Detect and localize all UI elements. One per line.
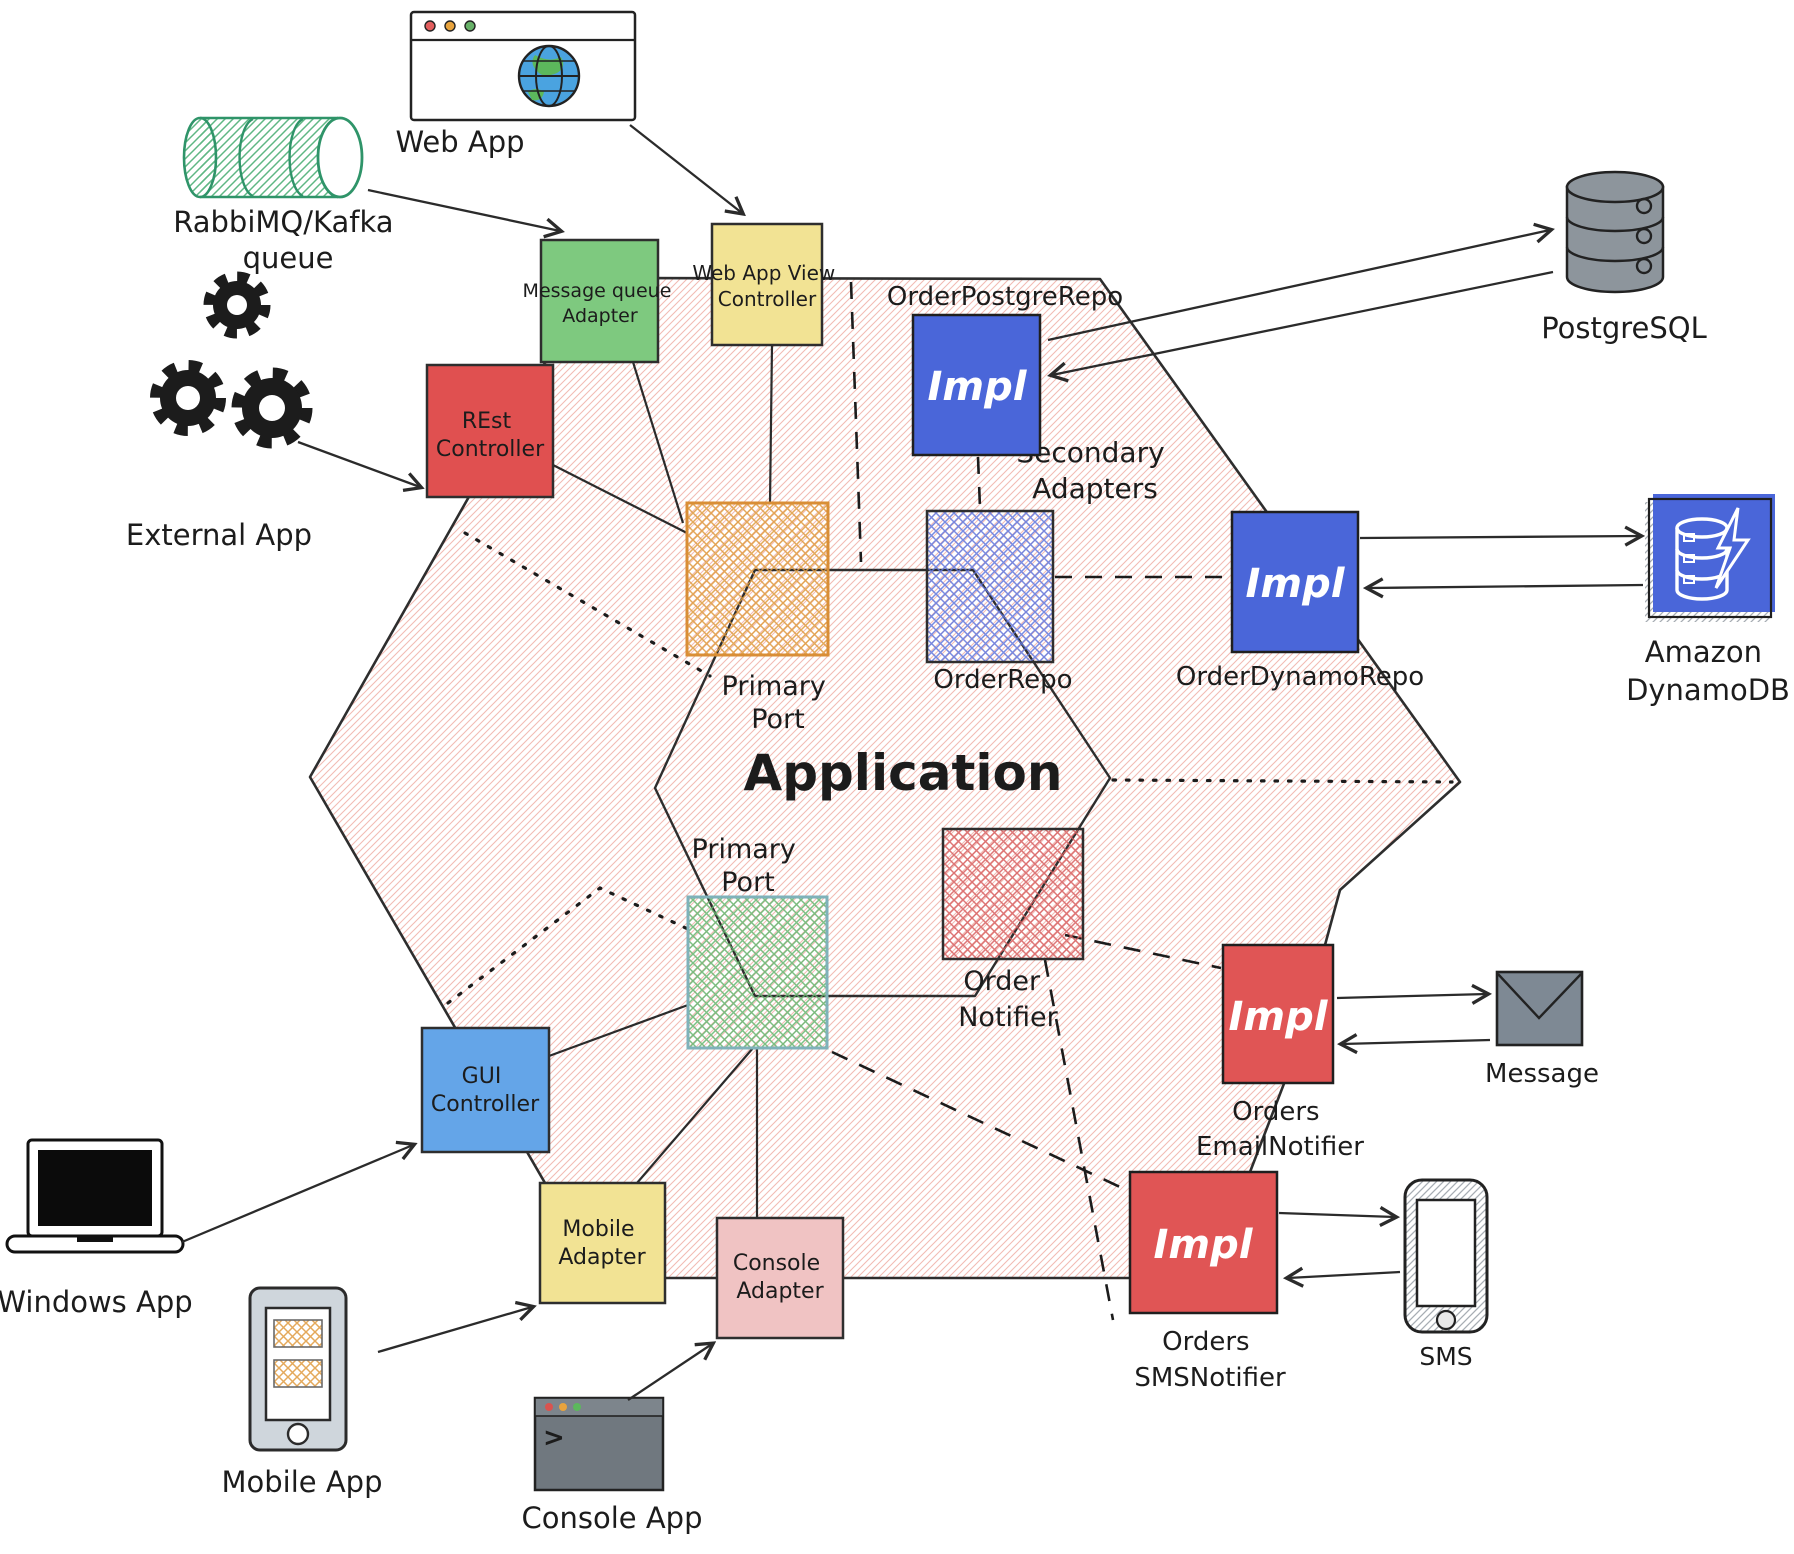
arrow-dynamodb-to-impl bbox=[1368, 585, 1644, 588]
box-impl-orders-email-notifier: Impl Orders EmailNotifier bbox=[1196, 943, 1364, 1162]
gear-icon bbox=[203, 271, 271, 339]
box-gui-controller: GUI Controller bbox=[420, 1026, 551, 1154]
arrow-impl-to-sms bbox=[1278, 1213, 1395, 1217]
box-mobile-adapter: Mobile Adapter bbox=[538, 1181, 667, 1305]
gear-icon bbox=[231, 367, 313, 449]
dynamodb-glyph bbox=[1675, 507, 1751, 601]
box-web-app-view-controller: Web App View Controller bbox=[692, 222, 841, 347]
console-terminal-icon: > bbox=[533, 1396, 665, 1492]
arrow-externalapp-to-rest bbox=[297, 440, 420, 487]
terminal-dot-green bbox=[573, 1403, 581, 1411]
browser-dot-green bbox=[464, 20, 476, 32]
primary-port-bottom-label: Primary Port bbox=[692, 834, 805, 898]
phone-home-button bbox=[286, 1422, 310, 1446]
link-gui-greenport bbox=[548, 1003, 689, 1058]
order-postgre-repo-label: OrderPostgreRepo bbox=[887, 282, 1123, 312]
web-app-view-controller-label: Web App View Controller bbox=[692, 261, 841, 311]
arrow-queue-to-msgadapter bbox=[367, 188, 560, 231]
dashed-link-notifier-sms bbox=[1043, 959, 1115, 1321]
order-repo-label: OrderRepo bbox=[933, 665, 1072, 695]
arrow-mobileapp-to-adapter bbox=[377, 1307, 532, 1354]
link-msgqueue-primaryport bbox=[631, 361, 685, 524]
dashed-link-port-sms bbox=[831, 1050, 1121, 1189]
order-notifier-label: Order Notifier bbox=[958, 966, 1058, 1033]
arrow-impl-to-postgresql bbox=[1047, 230, 1550, 342]
globe-icon bbox=[517, 44, 581, 108]
link-webappview-primaryport bbox=[768, 344, 774, 504]
orders-sms-notifier-label: Orders SMSNotifier bbox=[1134, 1327, 1286, 1393]
dashed-link-notifier-email bbox=[1064, 933, 1222, 970]
console-app-label: Console App bbox=[522, 1501, 703, 1535]
gui-controller-label: GUI Controller bbox=[431, 1064, 540, 1117]
box-rest-controller: REst Controller bbox=[425, 363, 555, 499]
mobile-phone-icon bbox=[248, 1286, 348, 1452]
gear-icon bbox=[150, 360, 226, 436]
application-hexagon: Application bbox=[653, 568, 1112, 998]
windows-app-label: Windows App bbox=[0, 1285, 193, 1319]
link-rest-primaryport bbox=[552, 464, 688, 534]
mobile-app-label: Mobile App bbox=[221, 1465, 382, 1499]
terminal-dot-red bbox=[545, 1403, 553, 1411]
dashed-link-postgre-orderrepo bbox=[976, 456, 982, 509]
arrow-impl-to-dynamodb bbox=[1359, 536, 1640, 538]
arrow-impl-to-message bbox=[1336, 994, 1487, 998]
postgresql-label: PostgreSQL bbox=[1541, 311, 1707, 345]
orders-email-notifier-label: Orders EmailNotifier bbox=[1196, 1097, 1364, 1162]
primary-port-top-box: Primary Port bbox=[685, 501, 835, 735]
external-app-gears-icon bbox=[150, 271, 313, 449]
message-label: Message bbox=[1485, 1059, 1599, 1089]
web-app-browser-icon bbox=[409, 10, 637, 122]
arrow-webapp-to-viewcontroller bbox=[629, 124, 742, 213]
application-label: Application bbox=[744, 744, 1063, 802]
amazon-dynamodb-label: Amazon DynamoDB bbox=[1626, 635, 1790, 707]
browser-dot-red bbox=[424, 20, 436, 32]
rabbitmq-kafka-queue-icon bbox=[182, 116, 364, 199]
dotted-link-right-vertex bbox=[1111, 778, 1454, 784]
console-adapter-label: Console Adapter bbox=[733, 1251, 827, 1304]
link-mobile-greenport bbox=[636, 1047, 754, 1184]
impl-sms-text: Impl bbox=[1154, 1222, 1254, 1268]
sms-phone-icon bbox=[1403, 1178, 1489, 1334]
windows-laptop-icon bbox=[5, 1138, 185, 1254]
box-impl-order-postgre-repo: Impl OrderPostgreRepo bbox=[887, 282, 1123, 457]
browser-dot-yellow bbox=[444, 20, 456, 32]
arrow-postgresql-to-impl bbox=[1052, 270, 1554, 375]
impl-dynamo-text: Impl bbox=[1246, 561, 1346, 607]
primary-port-bottom-box: Primary Port bbox=[686, 834, 829, 1050]
mobile-adapter-label: Mobile Adapter bbox=[558, 1217, 646, 1270]
impl-email-text: Impl bbox=[1229, 994, 1329, 1040]
message-envelope-icon bbox=[1495, 970, 1584, 1047]
impl-postgre-text: Impl bbox=[928, 364, 1028, 410]
web-app-label: Web App bbox=[395, 125, 524, 159]
arrow-windows-to-gui bbox=[181, 1145, 413, 1244]
order-dynamo-repo-label: OrderDynamoRepo bbox=[1176, 662, 1424, 692]
postgresql-database-icon bbox=[1565, 170, 1665, 294]
sms-label: SMS bbox=[1419, 1342, 1472, 1371]
arrow-sms-to-impl bbox=[1288, 1272, 1401, 1278]
phone-home-button bbox=[1435, 1309, 1457, 1331]
terminal-dot-yellow bbox=[559, 1403, 567, 1411]
box-message-queue-adapter: Message queue Adapter bbox=[523, 238, 678, 364]
arrow-consoleapp-to-adapter bbox=[627, 1344, 712, 1401]
dynamodb-icon bbox=[1645, 494, 1775, 622]
order-repo-port-box: OrderRepo bbox=[925, 509, 1073, 695]
rest-controller-label: REst Controller bbox=[436, 409, 545, 462]
box-console-adapter: Console Adapter bbox=[715, 1216, 845, 1340]
dashed-link-top bbox=[849, 281, 863, 563]
box-impl-orders-sms-notifier: Impl Orders SMSNotifier bbox=[1128, 1170, 1286, 1393]
rabbitmq-kafka-label: RabbiMQ/Kafka queue bbox=[173, 205, 403, 275]
order-notifier-port-box: Order Notifier bbox=[941, 827, 1085, 1033]
message-queue-adapter-label: Message queue Adapter bbox=[523, 280, 678, 327]
arrow-message-to-impl bbox=[1342, 1040, 1491, 1044]
dotted-link-left-lower bbox=[446, 886, 692, 1005]
external-app-label: External App bbox=[126, 518, 312, 552]
box-impl-order-dynamo-repo: Impl OrderDynamoRepo bbox=[1176, 510, 1424, 692]
primary-port-top-label: Primary Port bbox=[722, 671, 835, 735]
terminal-prompt: > bbox=[543, 1423, 565, 1453]
